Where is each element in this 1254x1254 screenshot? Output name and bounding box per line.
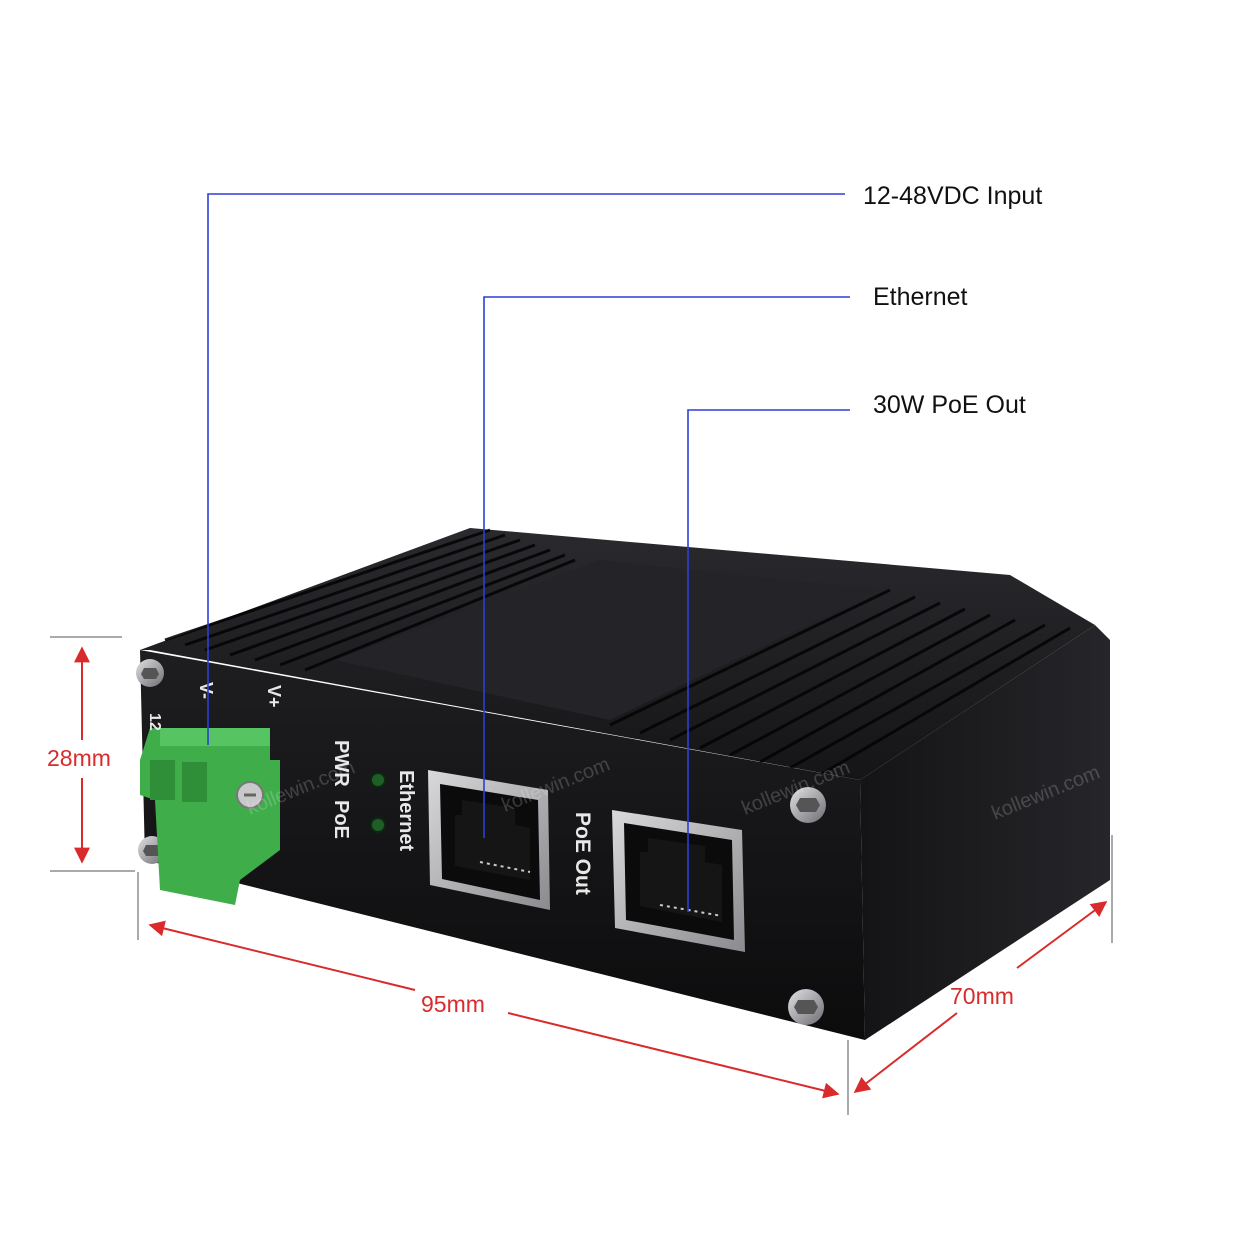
- dimension-depth-label: 70mm: [950, 983, 1014, 1009]
- dimension-arrows: [74, 646, 1108, 1099]
- pwr-led-label: PWR: [330, 740, 352, 787]
- screw-icon: [788, 989, 824, 1025]
- heatsink-plate: [335, 560, 880, 720]
- pwr-led-icon: [370, 772, 386, 788]
- dimension-guides: [50, 636, 1113, 1115]
- poe-out-port: [612, 810, 745, 952]
- callout-lines: [207, 193, 850, 912]
- power-terminal-block: [140, 728, 280, 905]
- terminal-number-label: 12: [146, 713, 163, 731]
- poe-led-label: PoE: [330, 800, 352, 839]
- callout-power-input: 12-48VDC Input: [863, 182, 1043, 210]
- v-plus-label: V+: [264, 685, 284, 708]
- dimension-width-label: 95mm: [421, 991, 485, 1017]
- callout-poe-out: 30W PoE Out: [873, 391, 1026, 419]
- v-minus-label: V-: [196, 682, 216, 699]
- ethernet-port: [428, 770, 550, 910]
- callout-ethernet: Ethernet: [873, 283, 968, 311]
- poe-led-icon: [370, 817, 386, 833]
- heatsink-fins: [164, 528, 1071, 777]
- ethernet-port-label: Ethernet: [395, 770, 417, 851]
- screw-icon: [790, 787, 826, 823]
- enclosure-side: [860, 625, 1110, 1040]
- poe-out-port-label: PoE Out: [571, 812, 594, 895]
- dimension-height-label: 28mm: [47, 745, 111, 771]
- screw-icon: [136, 659, 164, 687]
